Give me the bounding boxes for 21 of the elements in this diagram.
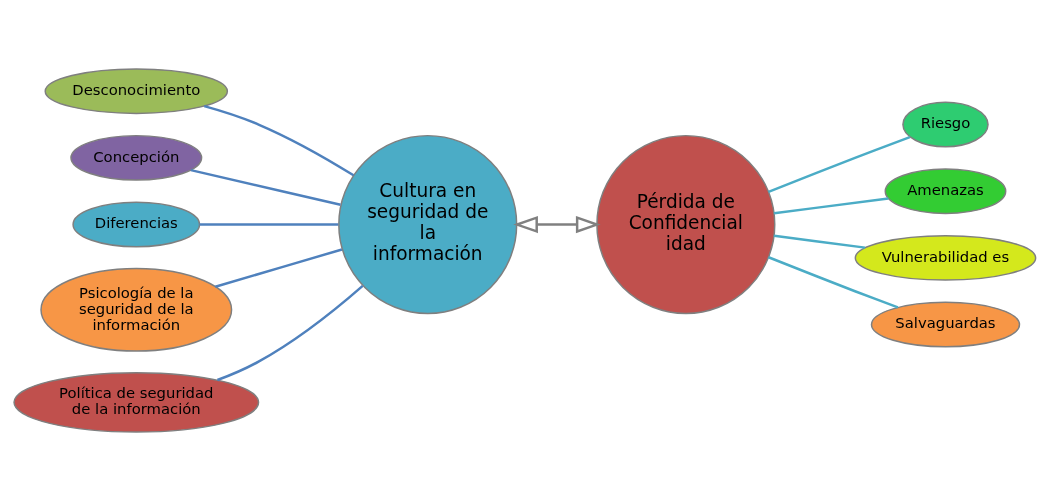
- connector: [216, 284, 364, 382]
- connector: [768, 256, 899, 309]
- node-ellipse: Riesgo: [902, 101, 989, 148]
- connector: [199, 223, 339, 226]
- node-ellipse: Concepción: [70, 134, 203, 181]
- connector: [203, 104, 355, 177]
- node-ellipse: Vulnerabilidad es: [854, 234, 1037, 281]
- node-ellipse: Política de seguridad de la información: [13, 371, 260, 433]
- connector: [768, 136, 911, 193]
- node-ellipse: Amenazas: [884, 168, 1007, 215]
- node-ellipse: Psicología de la seguridad de la información: [40, 267, 233, 352]
- arrow: [513, 215, 601, 234]
- connector: [215, 248, 343, 288]
- node-circle: Cultura en seguridad de la información: [338, 134, 518, 315]
- connector: [774, 234, 866, 249]
- connector: [774, 197, 889, 215]
- node-ellipse: Salvaguardas: [870, 301, 1021, 348]
- connector: [190, 168, 341, 206]
- node-circle: Pérdida de Confidencial idad: [596, 134, 776, 315]
- node-ellipse: Desconocimiento: [44, 68, 229, 115]
- node-ellipse: Diferencias: [72, 201, 201, 248]
